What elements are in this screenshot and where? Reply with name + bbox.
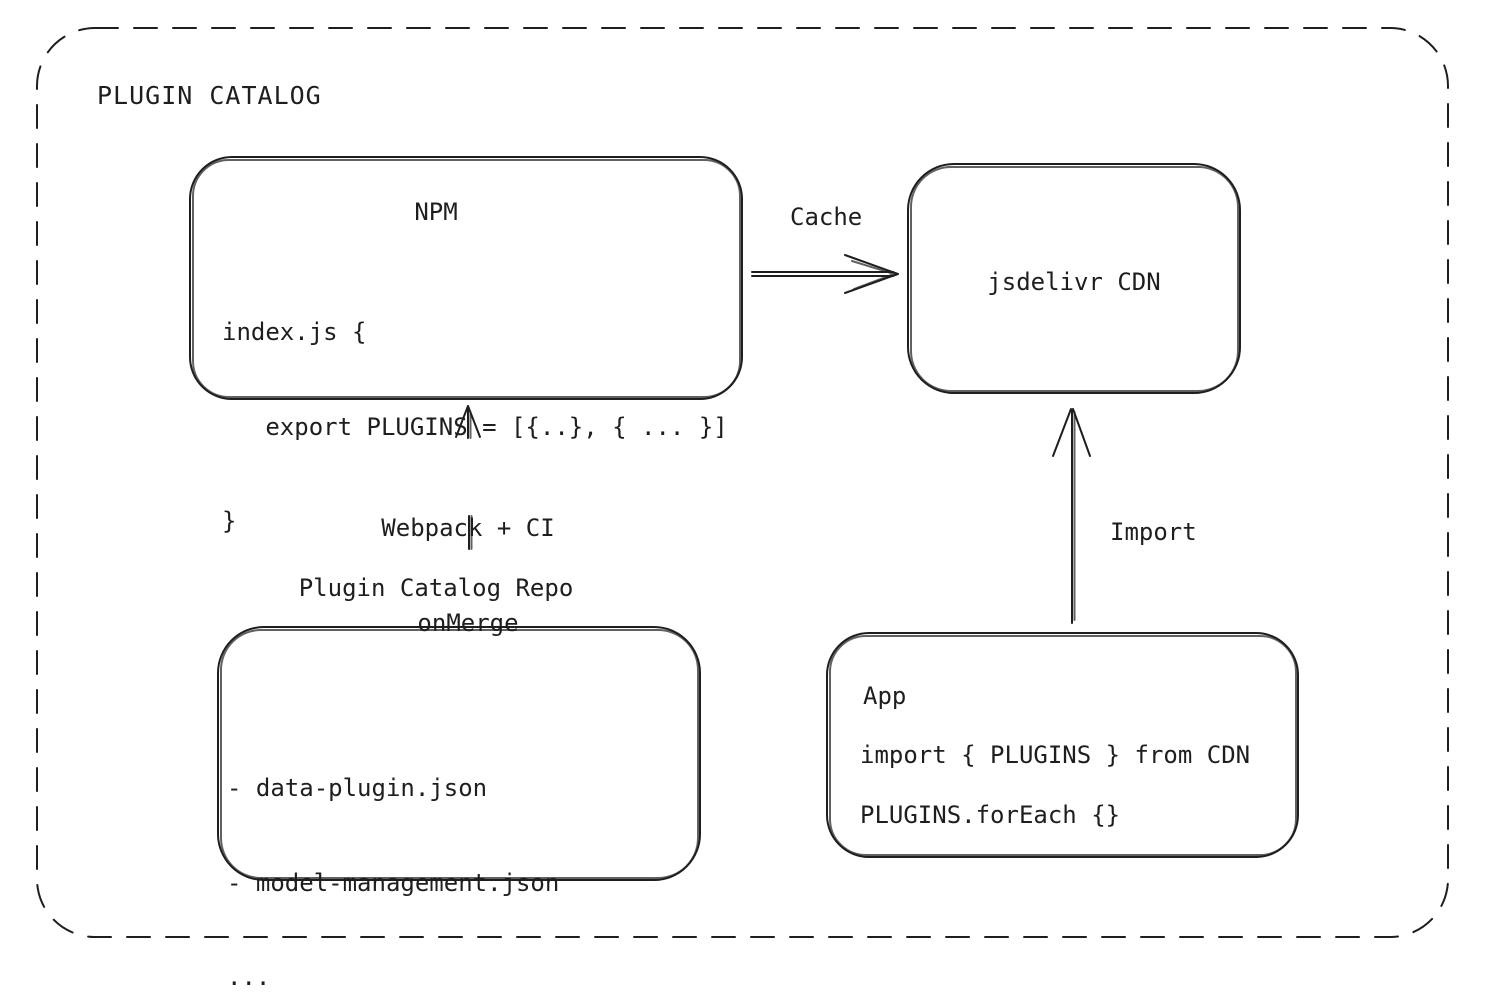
cache-arrow <box>751 254 899 294</box>
repo-file-item: - model-management.json <box>227 868 560 897</box>
app-code-line: import { PLUGINS } from CDN <box>860 741 1251 769</box>
cdn-box <box>907 163 1241 394</box>
repo-file-item: - data-plugin.json <box>227 774 488 802</box>
webpack-arrow-label-line: Webpack + CI <box>381 514 555 542</box>
repo-label: Plugin Catalog Repo <box>298 574 574 602</box>
app-box <box>826 632 1299 858</box>
webpack-arrow <box>455 405 481 550</box>
cache-arrow-label: Cache <box>790 203 863 231</box>
catalog-boundary-box <box>36 27 1449 938</box>
repo-file-list: - data-plugin.json - model-management.js… <box>227 710 559 1002</box>
npm-box <box>189 156 743 400</box>
app-code-line: PLUGINS.forEach {} <box>860 801 1121 829</box>
import-arrow-label: Import <box>1110 518 1197 546</box>
npm-title: NPM <box>414 198 458 226</box>
npm-code: index.js { export PLUGINS = [{..}, { ...… <box>222 254 728 601</box>
webpack-arrow-label: Webpack + CI onMerge <box>381 450 554 702</box>
npm-code-line: } <box>222 507 237 535</box>
catalog-title: PLUGIN CATALOG <box>97 81 322 110</box>
npm-code-line: index.js { <box>222 318 367 346</box>
repo-file-item: ... <box>227 963 271 991</box>
import-arrow <box>1052 408 1091 624</box>
cdn-label: jsdelivr CDN <box>987 268 1161 296</box>
repo-box <box>217 626 701 881</box>
npm-code-line: export PLUGINS = [{..}, { ... }] <box>222 412 728 441</box>
app-title: App <box>863 682 907 710</box>
webpack-arrow-label-line: onMerge <box>417 608 519 637</box>
